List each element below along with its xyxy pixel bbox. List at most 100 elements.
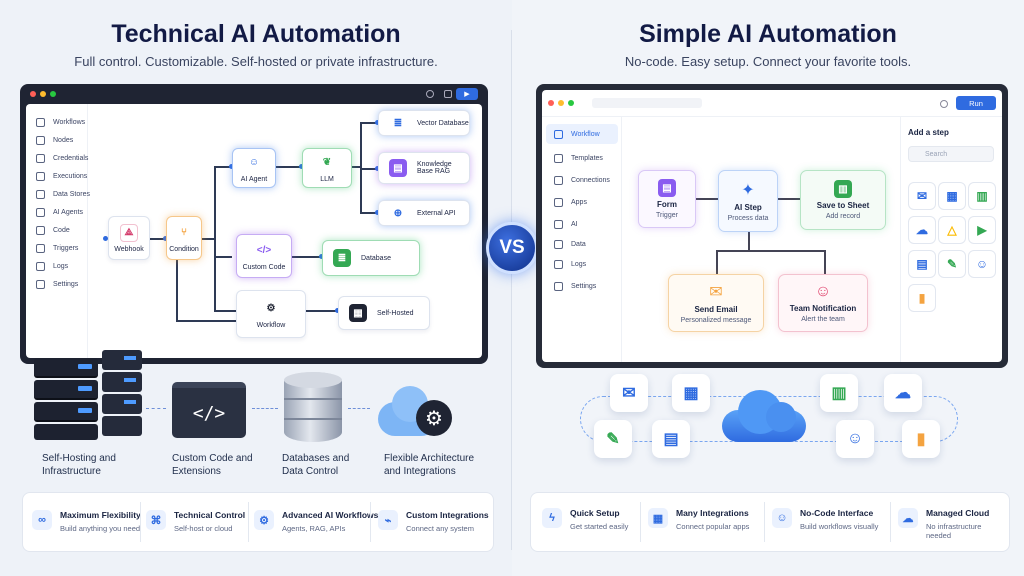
simple-screen: Run Workflow Templates Connections Apps … [542, 90, 1002, 362]
list-icon [36, 172, 45, 181]
drive-icon[interactable]: △ [938, 216, 966, 244]
sidebar-item-code[interactable]: Code [36, 226, 70, 235]
sidebar-item-templates[interactable]: Templates [554, 154, 603, 163]
document-icon [36, 262, 45, 271]
globe-icon: ⊕ [389, 204, 407, 222]
people-icon[interactable]: ☺ [968, 250, 996, 278]
node-knowledge-base[interactable]: ▤ Knowledge Base RAG [378, 152, 470, 184]
sidebar-item-logs[interactable]: Logs [36, 262, 68, 271]
node-ai-agent[interactable]: ☺ AI Agent [232, 148, 276, 188]
gear-icon: ⚙ [254, 510, 274, 530]
node-webhook[interactable]: ⟁ Webhook [108, 216, 150, 260]
sidebar-item-ai[interactable]: AI [554, 220, 578, 229]
node-condition[interactable]: ⑂ Condition [166, 216, 202, 260]
vs-badge: VS [486, 222, 538, 274]
sidebar-item-data-stores[interactable]: Data Stores [36, 190, 90, 199]
cloud-icon[interactable]: ☁ [908, 216, 936, 244]
divider [511, 30, 512, 550]
address-bar[interactable] [592, 98, 702, 108]
search-icon[interactable] [940, 100, 948, 108]
sidebar-item-workflows[interactable]: Workflows [36, 118, 85, 127]
meet-icon[interactable]: ▶ [968, 216, 996, 244]
nodes-icon: ⌘ [146, 510, 166, 530]
simple-features-card [530, 492, 1010, 552]
step-search-input[interactable]: Search [908, 146, 994, 162]
settings-icon[interactable] [444, 90, 452, 98]
workflow-icon [554, 130, 563, 139]
analytics-icon[interactable]: ▮ [908, 284, 936, 312]
node-self-hosted[interactable]: ▦ Self-Hosted [338, 296, 430, 330]
apps-icon [554, 198, 563, 207]
node-external-api[interactable]: ⊕ External API [378, 200, 470, 226]
node-vector-database[interactable]: ≣ Vector Database [378, 110, 470, 136]
calendar-icon[interactable]: ▦ [938, 182, 966, 210]
sidebar-item-nodes[interactable]: Nodes [36, 136, 73, 145]
node-llm[interactable]: ❦ LLM [302, 148, 352, 188]
play-button[interactable]: ▶ [456, 88, 478, 100]
sidebar-item-connections[interactable]: Connections [554, 176, 610, 185]
docs-icon[interactable]: ▤ [908, 250, 936, 278]
server-icon: ▦ [349, 304, 367, 322]
sidebar-item-logs[interactable]: Logs [554, 260, 586, 269]
clock-icon[interactable] [426, 90, 434, 98]
chat-icon: ✎ [594, 420, 632, 458]
sidebar-item-credentials[interactable]: Credentials [36, 154, 88, 163]
sheets-icon[interactable]: ▥ [968, 182, 996, 210]
sheets-icon: ▥ [834, 180, 852, 198]
sidebar-item-triggers[interactable]: Triggers [36, 244, 78, 253]
cloud-icon: ☁ [884, 374, 922, 412]
nodes-icon [36, 136, 45, 145]
people-icon: ☺ [836, 420, 874, 458]
gear-icon: ⚙ [262, 299, 280, 318]
robot-icon: ☺ [245, 153, 263, 172]
sheets-icon: ▥ [820, 374, 858, 412]
sidebar-item-apps[interactable]: Apps [554, 198, 587, 207]
sidebar-item-data[interactable]: Data [554, 240, 586, 249]
brain-icon: ❦ [318, 153, 336, 172]
database-icon [36, 190, 45, 199]
add-step-heading: Add a step [908, 128, 949, 137]
node-database[interactable]: ≣ Database [322, 240, 420, 276]
sidebar-item-workflow[interactable]: Workflow [554, 130, 600, 139]
chat-icon[interactable]: ✎ [938, 250, 966, 278]
tech-sidebar [26, 104, 88, 358]
gear-icon [36, 280, 45, 289]
sidebar-item-ai-agents[interactable]: AI Agents [36, 208, 83, 217]
node-custom-code[interactable]: </> Custom Code [236, 234, 292, 278]
sidebar-item-settings[interactable]: Settings [36, 280, 78, 289]
node-workflow[interactable]: ⚙ Workflow [236, 290, 306, 338]
mail-icon[interactable]: ✉ [908, 182, 936, 210]
window-dots [30, 91, 56, 97]
sidebar-item-executions[interactable]: Executions [36, 172, 87, 181]
webhook-icon: ⟁ [120, 223, 138, 242]
database-cylinder-icon [284, 372, 342, 442]
technical-screen: Workflows Nodes Credentials Executions D… [26, 104, 482, 358]
link-icon: ∞ [32, 510, 52, 530]
link-icon [554, 176, 563, 185]
plug-icon: ⌁ [378, 510, 398, 530]
cloud-icon [722, 384, 806, 444]
form-icon: ▤ [658, 179, 676, 197]
sparkle-icon: ✦ [741, 182, 755, 199]
key-icon [36, 154, 45, 163]
docs-icon: ▤ [652, 420, 690, 458]
right-subtitle: No-code. Easy setup. Connect your favori… [624, 54, 912, 69]
run-button[interactable]: Run [956, 96, 996, 110]
people-icon: ☺ [772, 508, 792, 528]
grid-icon [554, 154, 563, 163]
simple-sidebar [542, 117, 622, 362]
sidebar-item-settings[interactable]: Settings [554, 282, 596, 291]
database-icon [554, 240, 563, 249]
caption-databases: Databases and Data Control [282, 453, 350, 477]
cloud-gear-icon: ⚙ [372, 382, 456, 438]
